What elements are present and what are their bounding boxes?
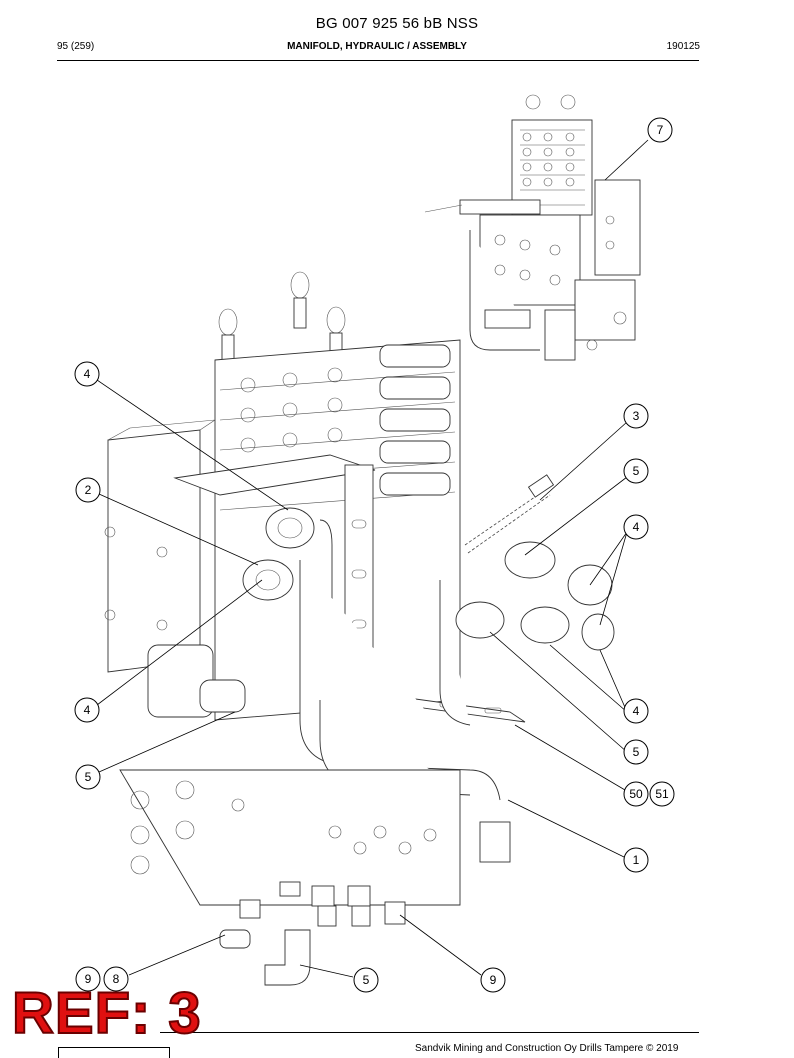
- footer-rule: [160, 1032, 699, 1033]
- callout-5: 5: [623, 458, 649, 484]
- svg-text:7: 7: [657, 123, 664, 137]
- callout-3: 3: [623, 403, 649, 429]
- svg-text:4: 4: [84, 703, 91, 717]
- callout-5: 5: [623, 739, 649, 765]
- callout-5: 5: [75, 764, 101, 790]
- callout-9: 9: [480, 967, 506, 993]
- svg-text:4: 4: [633, 520, 640, 534]
- callout-51: 51: [649, 781, 675, 807]
- callout-8: 8: [103, 966, 129, 992]
- callout-50: 50: [623, 781, 649, 807]
- section-title: MANIFOLD, HYDRAULIC / ASSEMBLY: [287, 41, 467, 52]
- svg-text:9: 9: [490, 973, 497, 987]
- svg-text:9: 9: [85, 972, 92, 986]
- callout-4: 4: [623, 698, 649, 724]
- svg-text:51: 51: [655, 787, 669, 801]
- svg-text:4: 4: [633, 704, 640, 718]
- page-number: 95 (259): [57, 41, 95, 52]
- svg-text:2: 2: [85, 483, 92, 497]
- callout-7: 7: [647, 117, 673, 143]
- svg-text:3: 3: [633, 409, 640, 423]
- header-rule: [57, 60, 699, 61]
- callout-2: 2: [75, 477, 101, 503]
- svg-text:5: 5: [633, 464, 640, 478]
- callout-4: 4: [74, 361, 100, 387]
- svg-text:5: 5: [363, 973, 370, 987]
- callout-9: 9: [75, 966, 101, 992]
- ref-badge: REF: 3: [11, 981, 202, 1046]
- document-number: BG 007 925 56 bB NSS: [315, 15, 479, 32]
- svg-text:8: 8: [113, 972, 120, 986]
- callout-1: 1: [623, 847, 649, 873]
- inset-overview-drawing: [424, 94, 641, 361]
- leader-lines: [96, 139, 649, 978]
- footer-copyright: Sandvik Mining and Construction Oy Drill…: [415, 1043, 679, 1054]
- main-manifold-drawing: [104, 271, 615, 986]
- svg-text:1: 1: [633, 853, 640, 867]
- date-code: 190125: [666, 41, 700, 52]
- svg-text:5: 5: [633, 745, 640, 759]
- svg-text:5: 5: [85, 770, 92, 784]
- callout-5: 5: [353, 967, 379, 993]
- svg-text:50: 50: [629, 787, 643, 801]
- callout-4: 4: [623, 514, 649, 540]
- svg-text:4: 4: [84, 367, 91, 381]
- callout-4: 4: [74, 697, 100, 723]
